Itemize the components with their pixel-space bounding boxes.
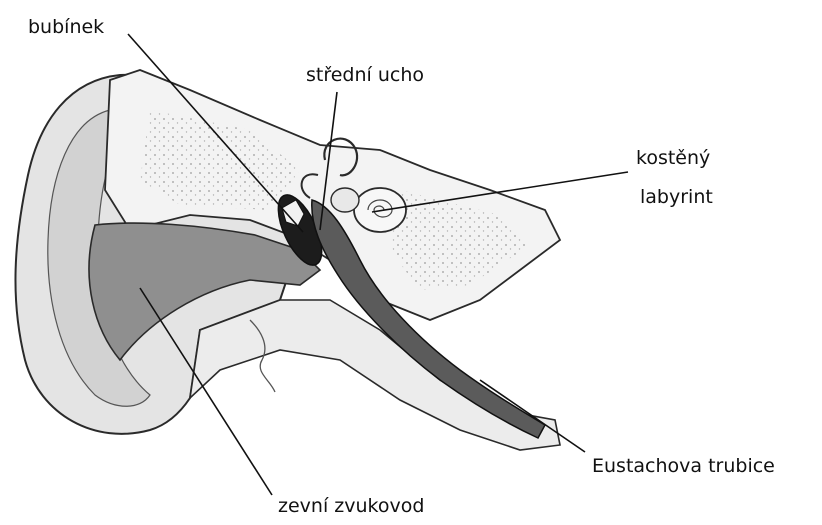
label-ear-canal: zevní zvukovod	[278, 497, 424, 516]
label-eustachian-tube: Eustachova trubice	[592, 457, 775, 476]
label-bony-labyrinth-line1: kostěný	[636, 149, 710, 168]
label-middle-ear: střední ucho	[306, 66, 424, 85]
label-eardrum: bubínek	[28, 18, 104, 37]
vestibule	[331, 188, 359, 212]
bone-texture	[140, 110, 300, 210]
label-bony-labyrinth-line2: labyrint	[640, 188, 713, 207]
